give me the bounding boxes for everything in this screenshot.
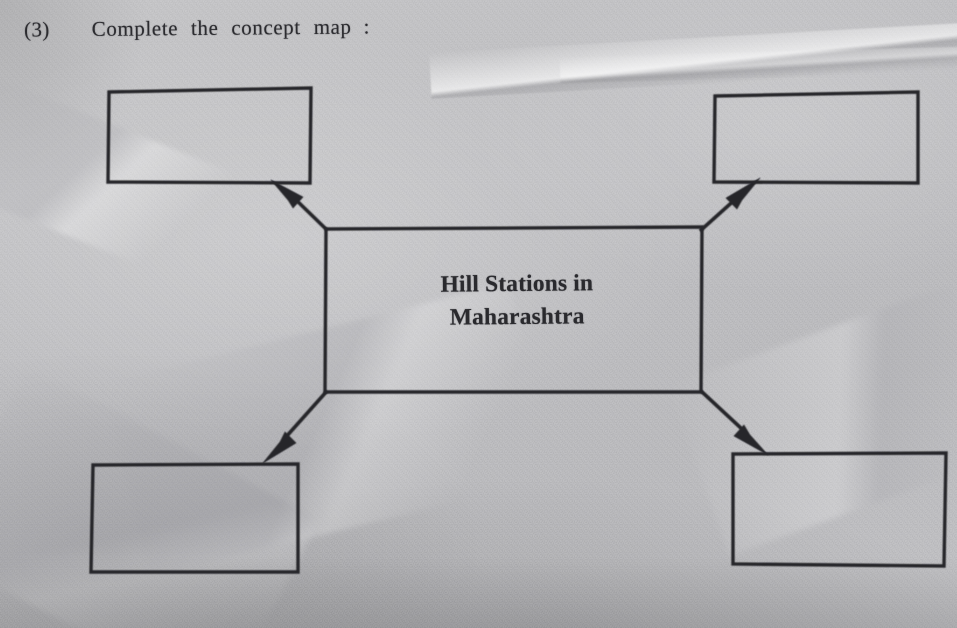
connector-center-to-bottom-right	[699, 389, 769, 456]
connector-center-to-top-right	[698, 177, 761, 233]
answer-box-top-left[interactable]	[106, 86, 313, 185]
answer-box-top-right[interactable]	[712, 90, 920, 185]
center-concept-box	[323, 225, 704, 394]
answer-box-bottom-left[interactable]	[89, 462, 300, 574]
connector-center-to-top-left	[270, 179, 329, 232]
connector-center-to-bottom-left	[262, 389, 329, 464]
answer-box-bottom-right[interactable]	[731, 451, 948, 568]
